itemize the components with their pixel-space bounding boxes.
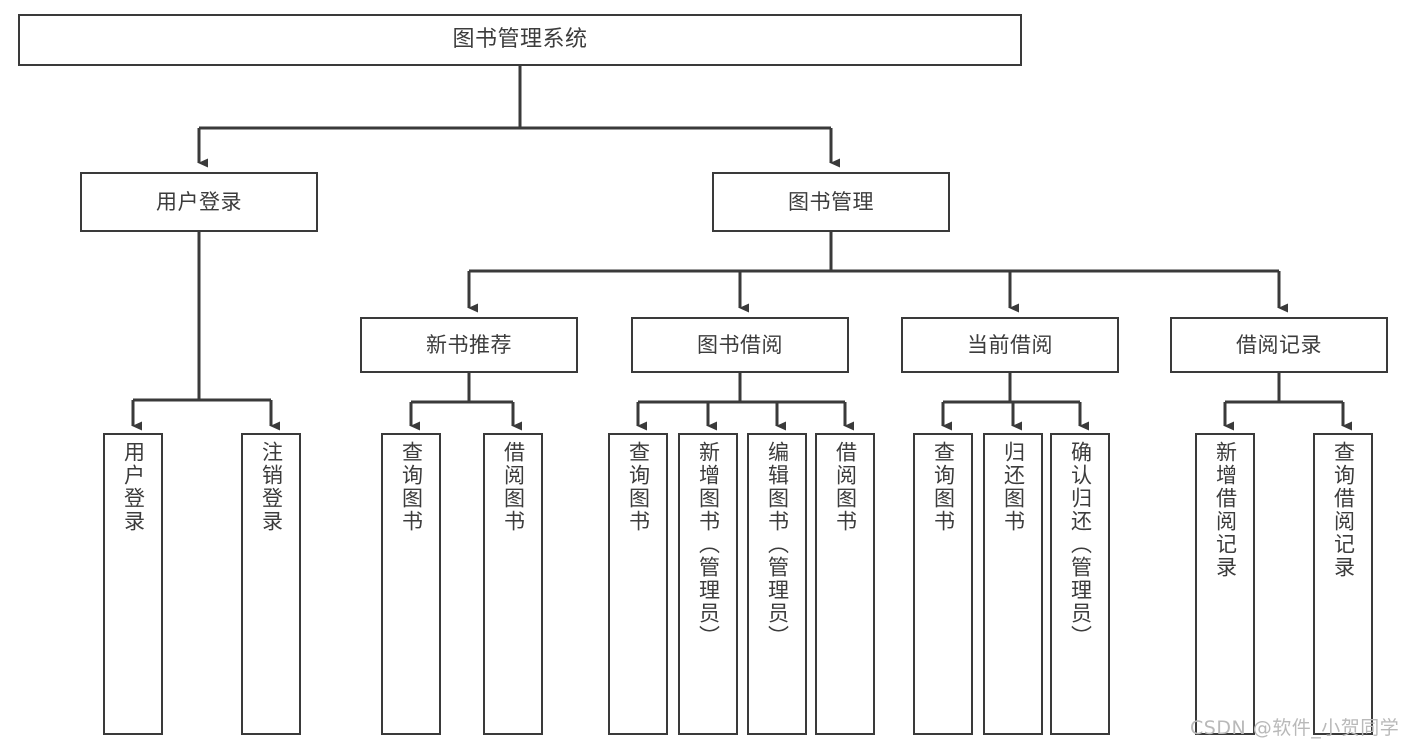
- node-book-borrow[interactable]: 图书借阅: [631, 317, 849, 373]
- node-label: 编辑图书（管理员）: [765, 441, 790, 648]
- leaf-book-borrow-edit-book[interactable]: 编辑图书（管理员）: [747, 433, 807, 735]
- node-label: 查询借阅记录: [1331, 441, 1356, 579]
- node-label: 新增借阅记录: [1213, 441, 1238, 579]
- leaf-user-login-login[interactable]: 用户登录: [103, 433, 163, 735]
- node-label: 查询图书: [399, 441, 424, 533]
- leaf-book-borrow-borrow-book[interactable]: 借阅图书: [815, 433, 875, 735]
- node-label: 图书管理系统: [452, 27, 588, 53]
- csdn-watermark: CSDN @软件_小贺同学: [1190, 717, 1400, 739]
- node-book-management[interactable]: 图书管理: [712, 172, 950, 232]
- leaf-current-borrow-return-book[interactable]: 归还图书: [983, 433, 1043, 735]
- leaf-current-borrow-query-book[interactable]: 查询图书: [913, 433, 973, 735]
- node-label: 确认归还（管理员）: [1068, 441, 1093, 648]
- node-label: 查询图书: [931, 441, 956, 533]
- leaf-book-borrow-add-book[interactable]: 新增图书（管理员）: [678, 433, 738, 735]
- node-label: 归还图书: [1001, 441, 1026, 533]
- node-label: 用户登录: [121, 441, 146, 533]
- node-root-system[interactable]: 图书管理系统: [18, 14, 1022, 66]
- node-label: 借阅图书: [501, 441, 526, 533]
- leaf-user-login-logout[interactable]: 注销登录: [241, 433, 301, 735]
- node-label: 图书管理: [788, 189, 874, 214]
- node-label: 当前借阅: [967, 332, 1053, 357]
- leaf-borrow-record-add-record[interactable]: 新增借阅记录: [1195, 433, 1255, 735]
- leaf-book-borrow-query-book[interactable]: 查询图书: [608, 433, 668, 735]
- node-label: 用户登录: [156, 189, 242, 214]
- node-label: 图书借阅: [697, 332, 783, 357]
- node-user-login[interactable]: 用户登录: [80, 172, 318, 232]
- node-new-book-recommend[interactable]: 新书推荐: [360, 317, 578, 373]
- node-label: 借阅图书: [833, 441, 858, 533]
- node-borrow-record[interactable]: 借阅记录: [1170, 317, 1388, 373]
- node-label: 新增图书（管理员）: [696, 441, 721, 648]
- node-label: 借阅记录: [1236, 332, 1322, 357]
- node-current-borrow[interactable]: 当前借阅: [901, 317, 1119, 373]
- leaf-current-borrow-confirm-return[interactable]: 确认归还（管理员）: [1050, 433, 1110, 735]
- leaf-borrow-record-query-record[interactable]: 查询借阅记录: [1313, 433, 1373, 735]
- leaf-new-book-query-book[interactable]: 查询图书: [381, 433, 441, 735]
- node-label: 新书推荐: [426, 332, 512, 357]
- leaf-new-book-borrow-book[interactable]: 借阅图书: [483, 433, 543, 735]
- node-label: 注销登录: [259, 441, 284, 533]
- node-label: 查询图书: [626, 441, 651, 533]
